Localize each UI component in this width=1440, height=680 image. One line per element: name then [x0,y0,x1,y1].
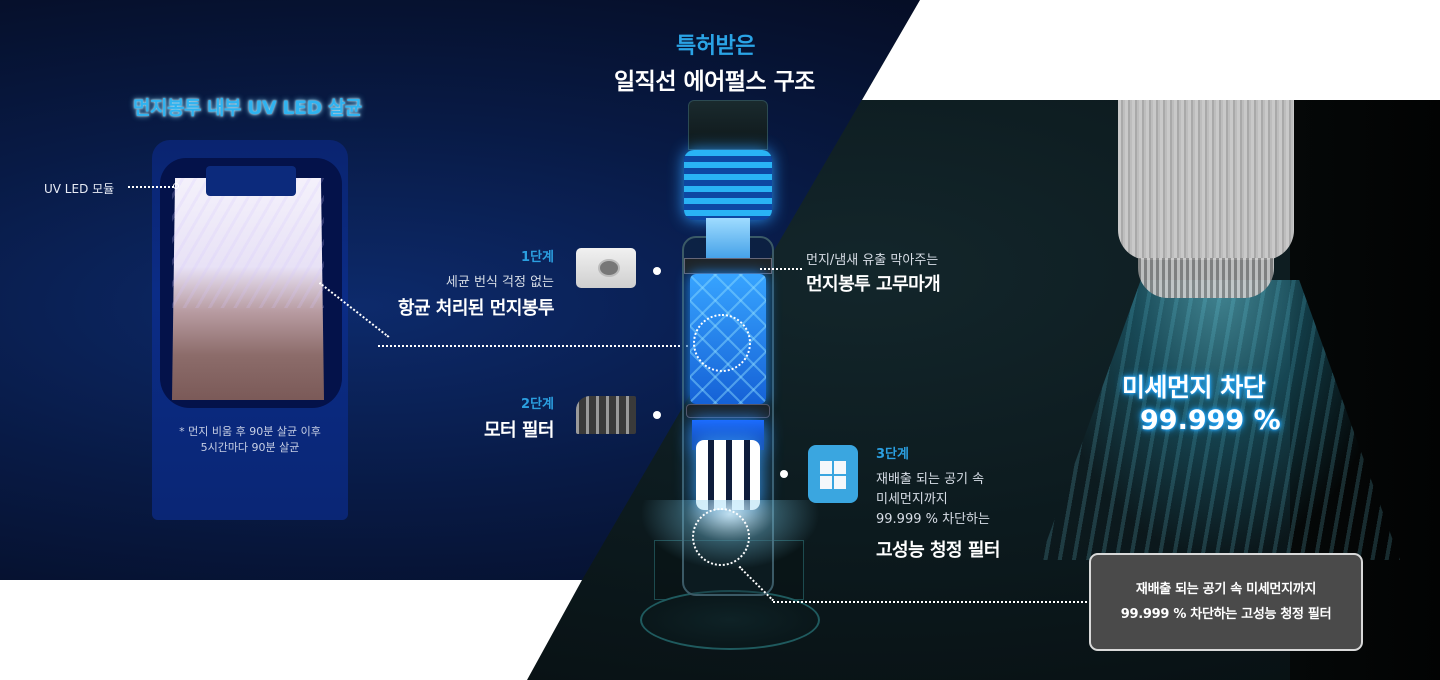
dust-bag-icon [576,248,636,288]
stage-3-label: 3단계 재배출 되는 공기 속 미세먼지까지 99.999 % 차단하는 고성능… [876,443,1000,562]
callout-line-1: 재배출 되는 공기 속 미세먼지까지 [1135,582,1317,597]
stage-2-label: 2단계 모터 필터 [483,393,555,442]
stage-1-description: 세균 번식 걱정 없는 [445,275,554,290]
stage-3-description-line-1: 재배출 되는 공기 속 [876,472,985,487]
dust-inlet-neck [706,218,750,262]
hepa-filter-cartridge [696,440,760,510]
stage-3-bullet [780,470,788,478]
purifier-body [1118,100,1294,260]
stage-1-title: 항균 처리된 먼지봉투 [397,298,555,319]
uv-led-leader-line [128,186,174,188]
rubber-gasket-plate [684,258,772,274]
filter-callout-box: 재배출 되는 공기 속 미세먼지까지 99.999 % 차단하는 고성능 청정 … [1089,553,1363,651]
stage-2-bullet [653,411,661,419]
center-subtitle: 특허받은 [676,34,755,59]
stage-1-number: 1단계 [521,250,554,265]
uv-light-rays [172,178,324,308]
uv-note-line-1: * 먼지 비움 후 90분 살균 이후 [179,425,321,438]
center-title: 일직선 에어펄스 구조 [614,69,815,95]
vacuum-handle [688,100,768,150]
exhaust-highlight-circle [692,508,750,566]
stage-1-label: 1단계 세균 번식 걱정 없는 항균 처리된 먼지봉투 [397,246,555,320]
uv-sterilization-note: * 먼지 비움 후 90분 살균 이후 5시간마다 90분 살균 [160,424,340,456]
fine-dust-block-title: 미세먼지 차단 [1122,373,1266,402]
bag-connector-horizontal [378,345,696,347]
stage-2-title: 모터 필터 [483,420,555,441]
dust-bag-highlight-circle [693,314,751,372]
uv-led-leader-endpoint [173,183,179,189]
gasket-description: 먼지/냄새 유출 막아주는 [806,253,939,268]
stage-3-title: 고성능 청정 필터 [876,540,1000,561]
stage-3-description-line-3: 99.999 % 차단하는 [876,512,990,527]
motor-filter-ring [686,404,770,418]
uv-section-title: 먼지봉투 내부 UV LED 살균 [133,97,362,119]
fine-dust-block-value: 99.999 % [1140,405,1281,436]
stage-3-number: 3단계 [876,447,909,462]
stage-3-description-line-2: 미세먼지까지 [876,492,948,507]
gasket-connector-line [760,268,802,270]
uv-led-module [206,166,296,196]
cyclone-airflow [684,150,772,220]
hepa-filter-icon [808,445,858,503]
stage-2-number: 2단계 [521,397,554,412]
callout-line-2: 99.999 % 차단하는 고성능 청정 필터 [1120,607,1332,622]
motor-filter-icon [576,396,636,434]
stage-1-bullet [653,267,661,275]
dust-bag-image [172,178,324,400]
purifier-vent [1138,258,1274,298]
clean-station-base [640,590,820,650]
uv-note-line-2: 5시간마다 90분 살균 [200,441,300,454]
uv-led-module-label: UV LED 모듈 [44,182,115,196]
callout-connector-horizontal [773,601,1087,603]
gasket-title: 먼지봉투 고무마개 [806,274,941,295]
